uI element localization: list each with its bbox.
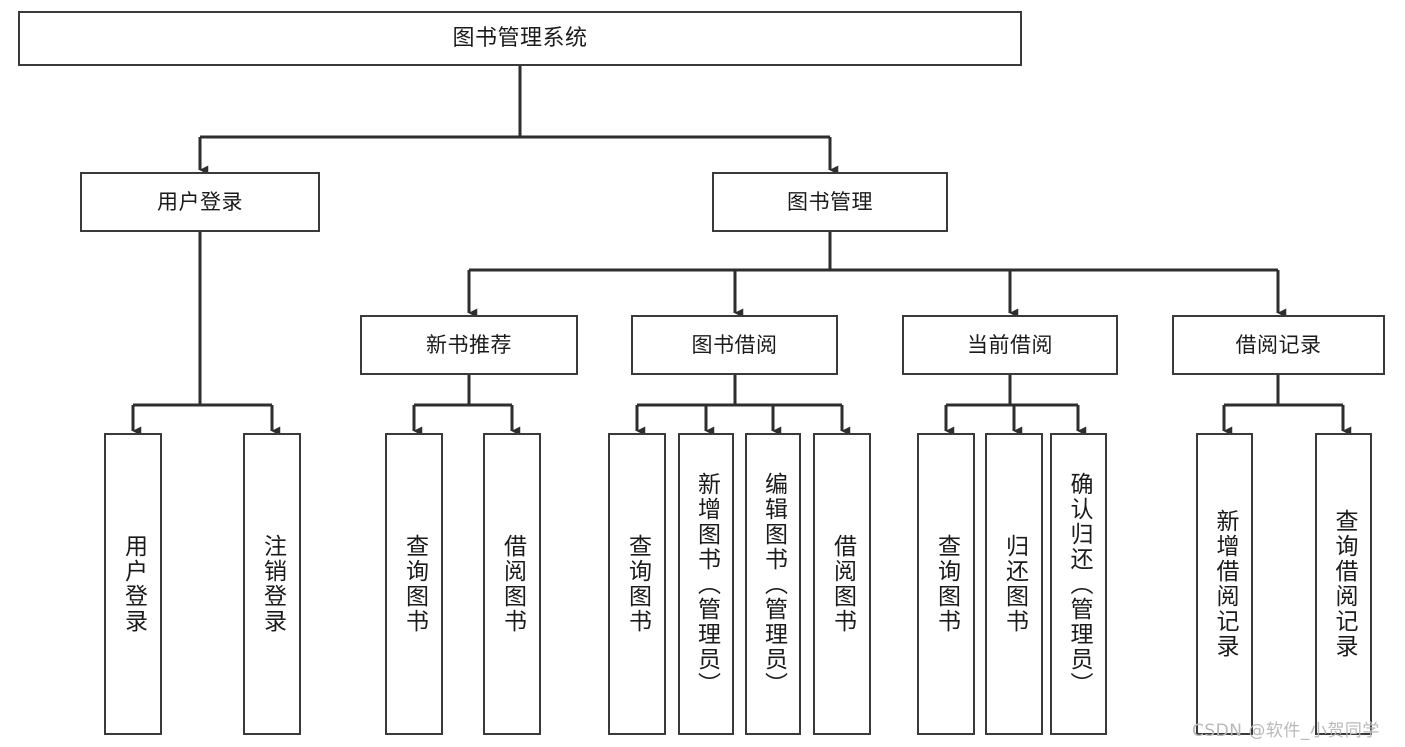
csdn-watermark: CSDN @软件_小贺同学 xyxy=(1192,721,1380,741)
leaf-add-borrow-record[interactable]: 新增借阅记录 xyxy=(1196,433,1253,735)
leaf-borrow-book-2[interactable]: 借阅图书 xyxy=(813,433,871,735)
node-label: 当前借阅 xyxy=(967,332,1053,357)
node-label: 查询图书 xyxy=(401,534,428,634)
leaf-confirm-return-admin[interactable]: 确认归还（管理员） xyxy=(1050,433,1107,735)
node-book-borrowing[interactable]: 图书借阅 xyxy=(631,315,838,375)
node-label: 借阅图书 xyxy=(499,534,526,634)
node-label: 归还图书 xyxy=(1001,534,1028,634)
leaf-query-book-1[interactable]: 查询图书 xyxy=(385,433,443,735)
node-new-book-recommendation[interactable]: 新书推荐 xyxy=(360,315,578,375)
node-label: 确认归还（管理员） xyxy=(1066,471,1092,697)
node-label: 用户登录 xyxy=(120,534,147,634)
leaf-add-book-admin[interactable]: 新增图书（管理员） xyxy=(678,433,734,735)
leaf-borrow-book-1[interactable]: 借阅图书 xyxy=(483,433,541,735)
node-label: 编辑图书（管理员） xyxy=(760,471,787,697)
leaf-return-book[interactable]: 归还图书 xyxy=(985,433,1043,735)
node-label: 借阅图书 xyxy=(829,534,856,634)
node-borrowing-records[interactable]: 借阅记录 xyxy=(1172,315,1385,375)
node-label: 用户登录 xyxy=(157,189,243,214)
node-label: 图书管理 xyxy=(787,189,873,214)
node-label: 图书管理系统 xyxy=(452,25,588,51)
leaf-query-borrow-record[interactable]: 查询借阅记录 xyxy=(1315,433,1372,735)
leaf-edit-book-admin[interactable]: 编辑图书（管理员） xyxy=(745,433,801,735)
node-current-borrowing[interactable]: 当前借阅 xyxy=(902,315,1118,375)
node-label: 图书借阅 xyxy=(691,332,778,357)
node-book-management-system[interactable]: 图书管理系统 xyxy=(18,11,1022,66)
node-label: 查询图书 xyxy=(624,534,651,634)
leaf-query-book-2[interactable]: 查询图书 xyxy=(608,433,666,735)
leaf-logout[interactable]: 注销登录 xyxy=(243,433,301,735)
leaf-user-login[interactable]: 用户登录 xyxy=(104,433,162,735)
node-label: 新增借阅记录 xyxy=(1212,509,1238,659)
node-label: 查询借阅记录 xyxy=(1331,509,1357,659)
node-label: 新增图书（管理员） xyxy=(693,471,720,697)
node-label: 借阅记录 xyxy=(1235,332,1322,357)
node-label: 查询图书 xyxy=(933,534,960,634)
node-user-login[interactable]: 用户登录 xyxy=(80,172,320,232)
node-label: 注销登录 xyxy=(259,534,286,634)
node-label: 新书推荐 xyxy=(426,332,512,357)
leaf-query-book-3[interactable]: 查询图书 xyxy=(917,433,975,735)
node-book-management[interactable]: 图书管理 xyxy=(712,172,948,232)
